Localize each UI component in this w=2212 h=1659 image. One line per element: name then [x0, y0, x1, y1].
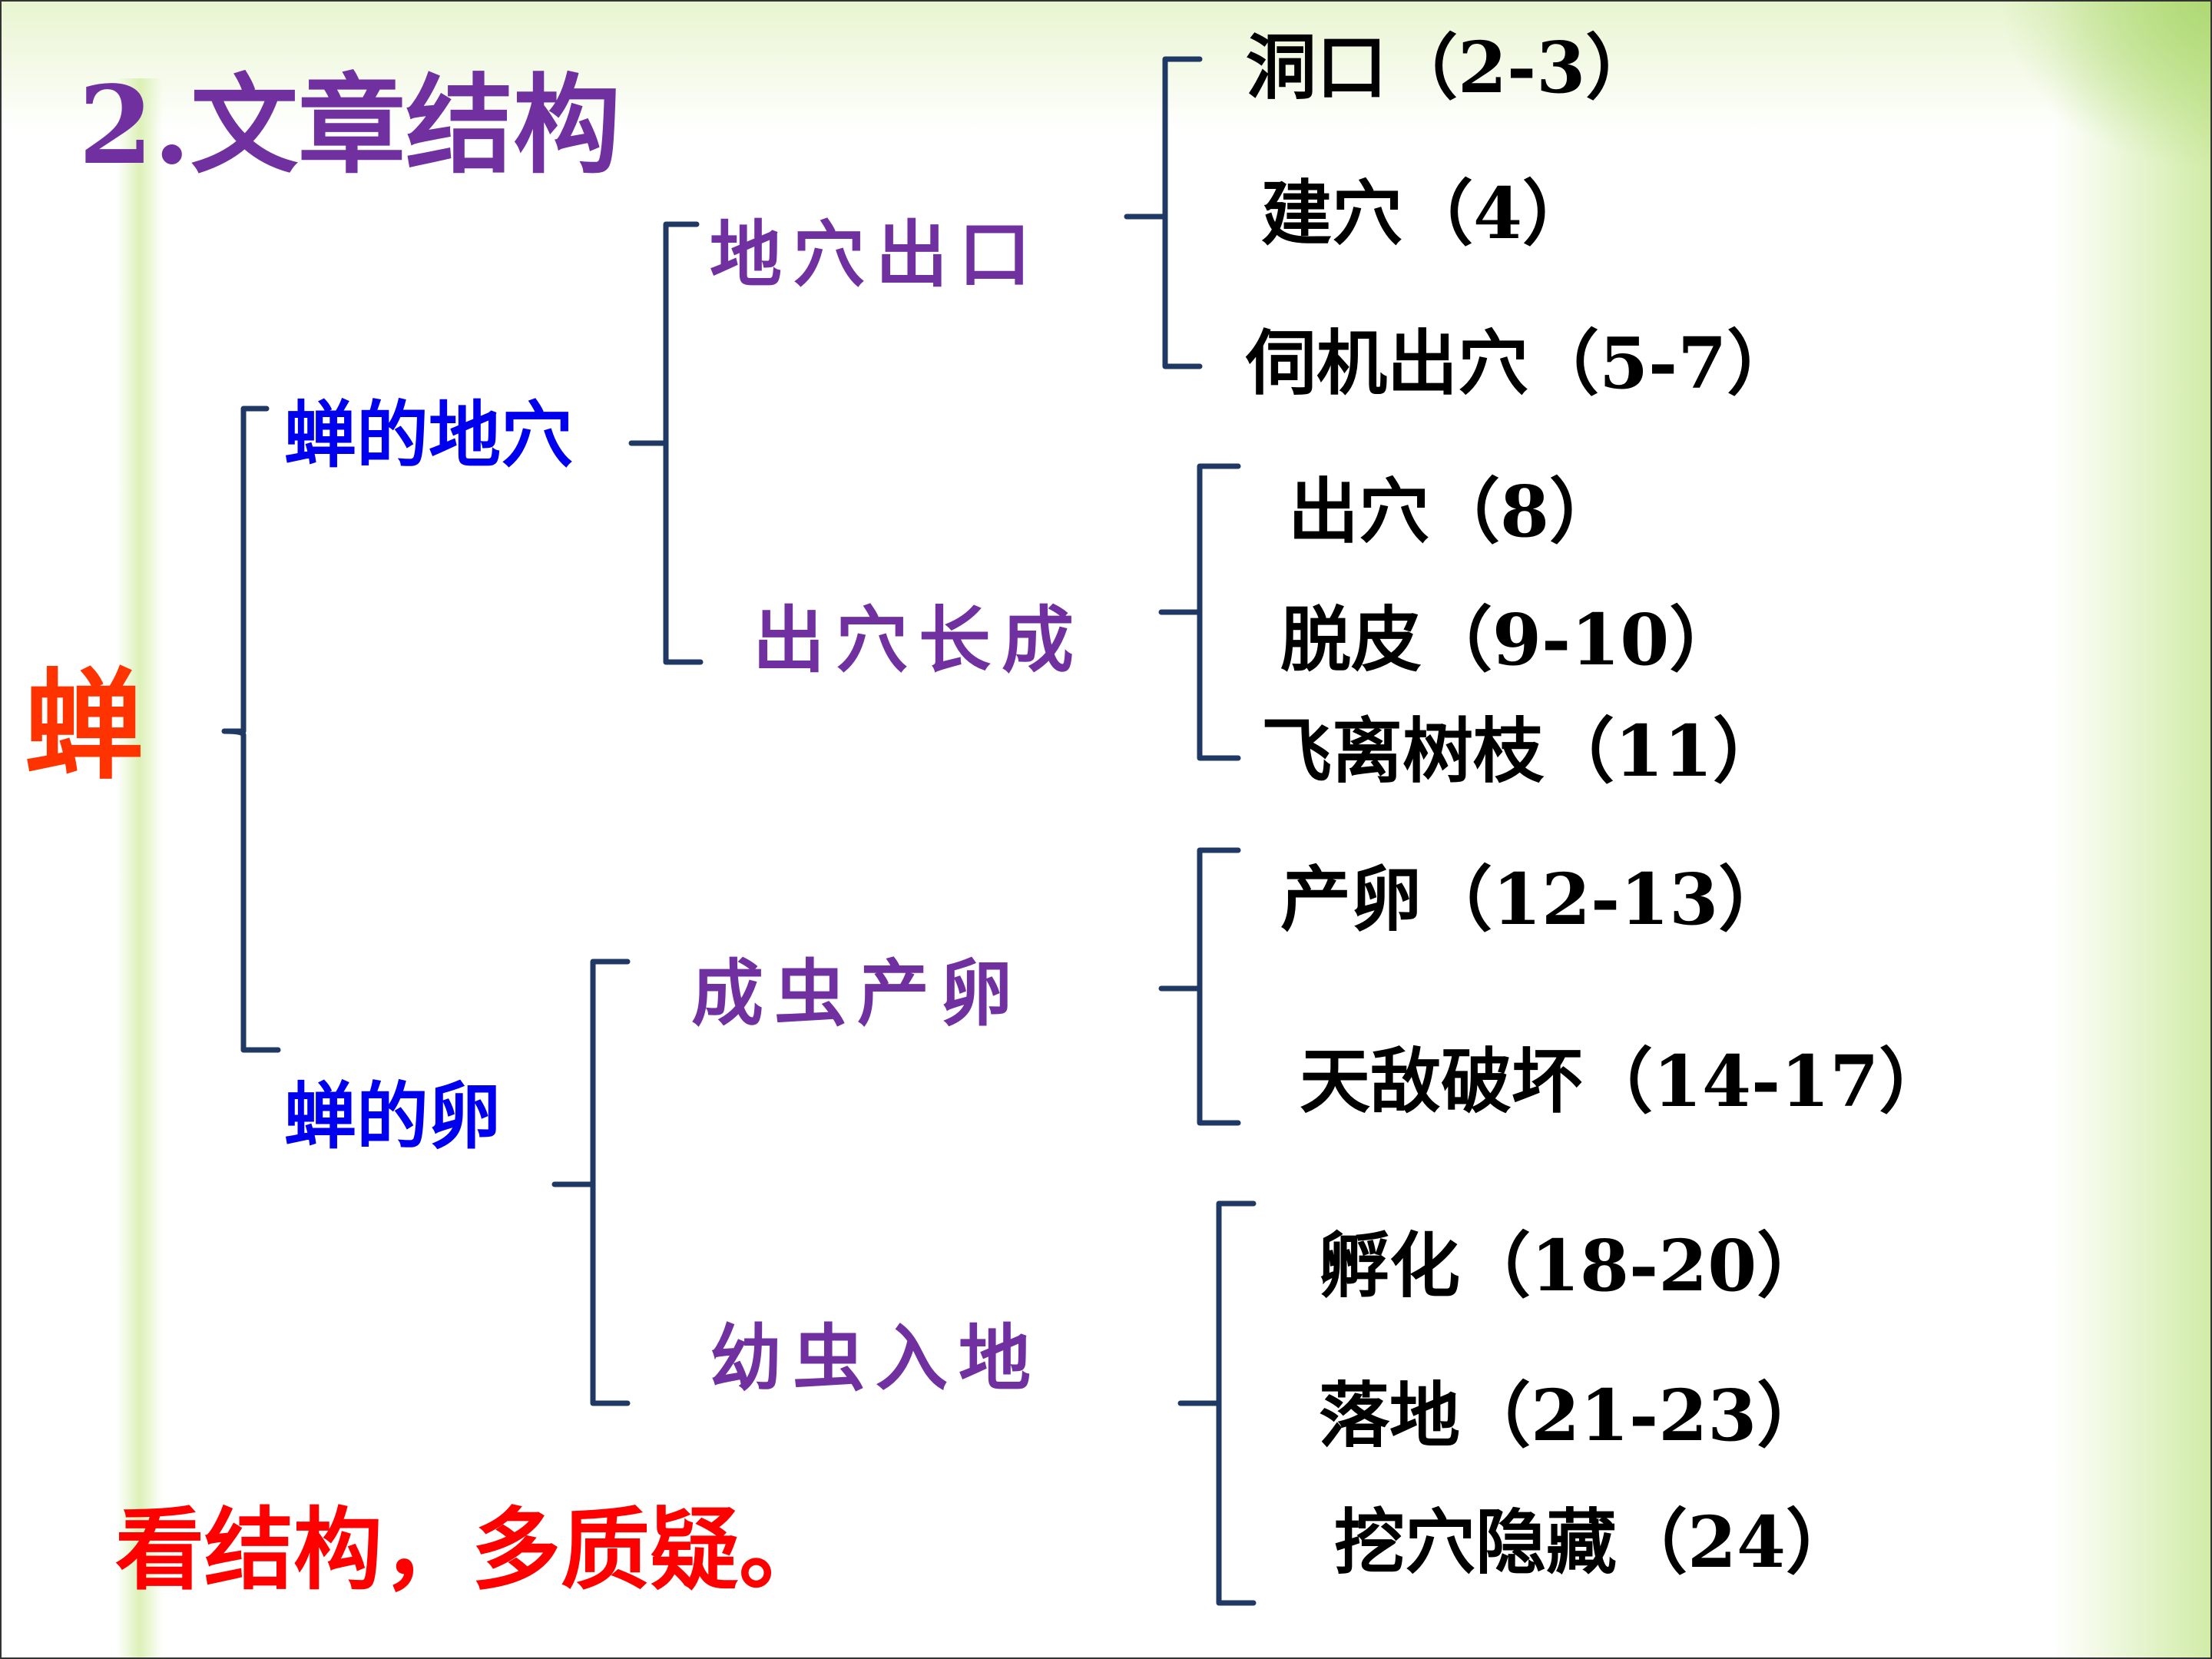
brace-youchong-rudi	[1177, 1200, 1257, 1606]
leaf-chuxue: 出穴（8）	[1288, 470, 1621, 553]
brace-dixue-chukou	[1124, 56, 1203, 369]
leaf-fuhua: 孵化（18-20）	[1319, 1224, 1828, 1307]
background-glow-corner	[1998, 2, 2210, 171]
brace-root	[221, 406, 281, 1053]
brace-dixue	[628, 221, 704, 665]
leaf-tiandi-pohuai: 天敌破坏（14-17）	[1300, 1040, 1950, 1123]
node-chan-dixue: 蝉的地穴	[284, 393, 574, 478]
leaf-tuopi: 脱皮（9-10）	[1280, 598, 1740, 681]
leaf-chanluan: 产卵（12-13）	[1280, 858, 1790, 941]
node-chuxue-zhangcheng: 出穴长成	[753, 598, 1085, 683]
leaf-waxue-yincang: 挖穴隐藏（24）	[1334, 1501, 1857, 1584]
leaf-jianxue: 建穴（4）	[1261, 172, 1594, 255]
brace-chuxue-zhangcheng	[1158, 463, 1241, 761]
leaf-dongkou: 洞口（2-3）	[1246, 26, 1657, 109]
root-node: 蝉	[25, 655, 144, 796]
node-chengchong-chanluan: 成虫产卵	[691, 952, 1024, 1036]
background-glow-right	[2052, 2, 2210, 1657]
node-chan-luan: 蝉的卵	[284, 1075, 502, 1159]
node-dixue-chukou: 地穴出口	[710, 213, 1042, 297]
slide-title: 2.文章结构	[78, 63, 621, 189]
brace-luan	[551, 959, 631, 1406]
leaf-siji-chuxue: 伺机出穴（5-7）	[1246, 322, 1798, 405]
slogan-text: 看结构，多质疑。	[115, 1498, 828, 1602]
node-youchong-rudi: 幼虫入地	[710, 1316, 1042, 1401]
leaf-feili-shuzhi: 飞离树枝（11）	[1261, 710, 1784, 793]
leaf-luodi: 落地（21-23）	[1319, 1374, 1828, 1457]
background-glow-left	[117, 78, 163, 1657]
background-glow-top	[2, 2, 2210, 132]
brace-chengchong-chanluan	[1158, 847, 1241, 1126]
